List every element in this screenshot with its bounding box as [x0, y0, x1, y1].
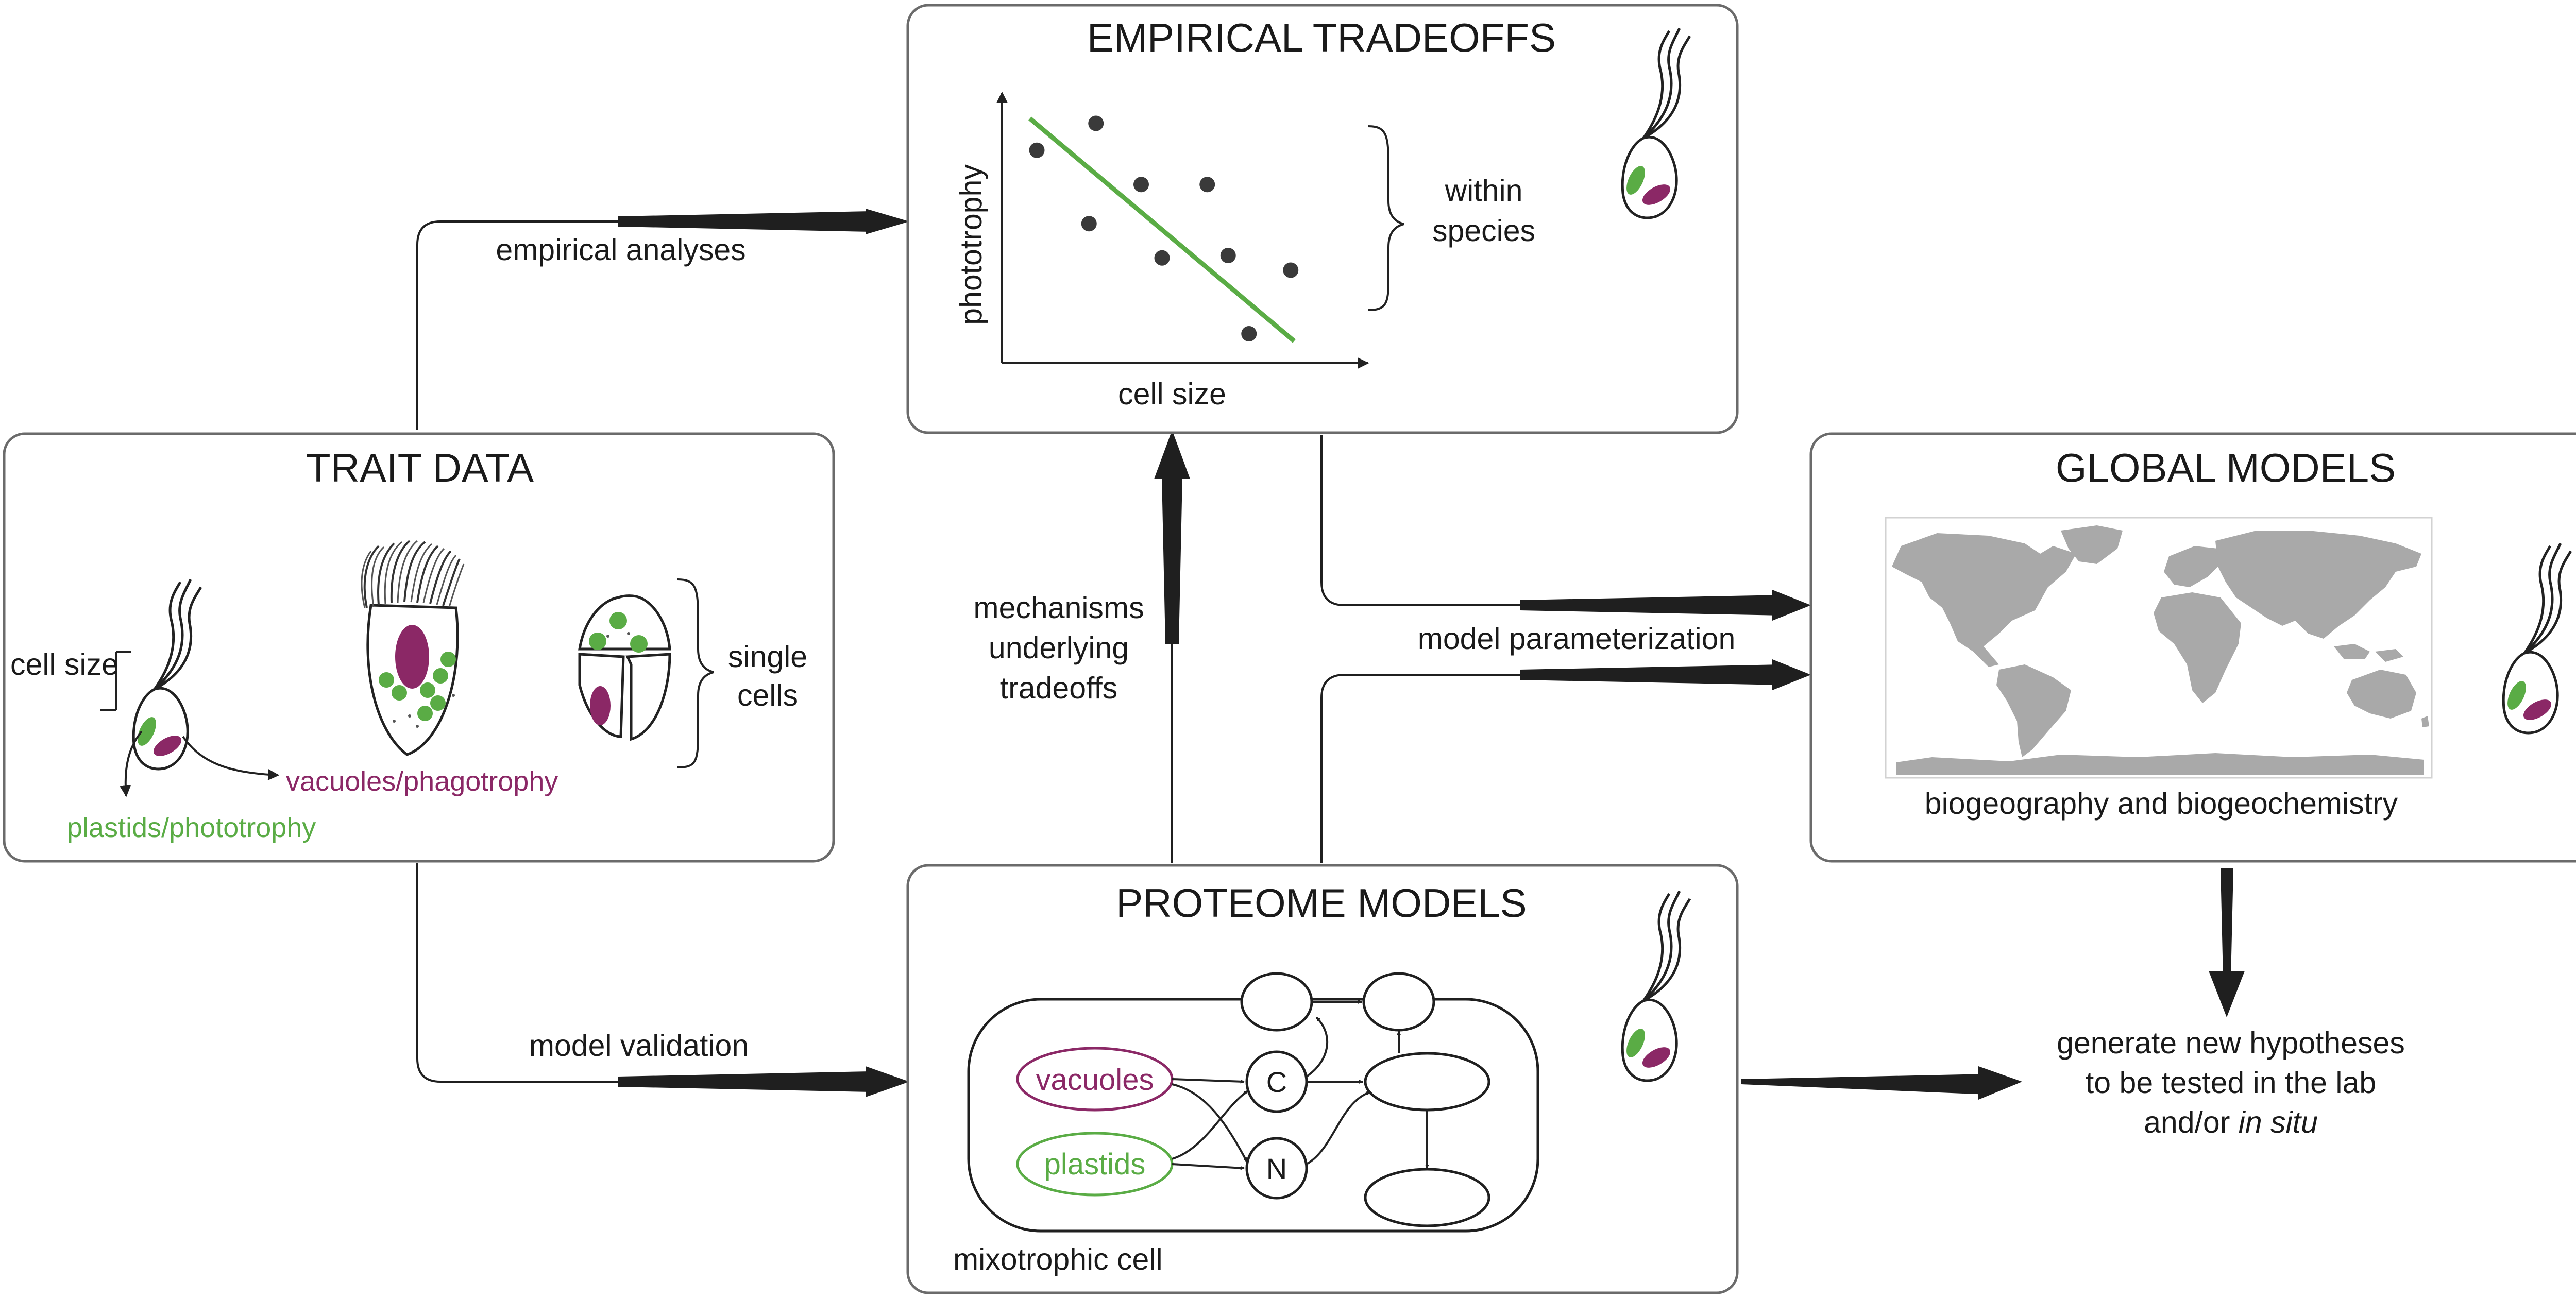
within-label: within — [1445, 174, 1523, 208]
ciliate-cell-icon — [361, 540, 465, 756]
empirical-analyses-arrowhead — [866, 209, 909, 234]
parameterization-connector-lower — [1320, 674, 1520, 863]
empirical-tradeoffs-box: EMPIRICAL TRADEOFFS phototrophy cell siz… — [906, 4, 1739, 434]
scatter-point-5 — [1154, 250, 1170, 266]
hypotheses-line1: generate new hypotheses — [2057, 1026, 2405, 1060]
hypotheses-line3: and/or in situ — [2144, 1105, 2318, 1139]
vacuole-arrow — [182, 736, 280, 780]
model-parameterization-label: model parameterization — [1418, 622, 1736, 656]
cells-label: cells — [737, 678, 798, 712]
trend-line — [1028, 116, 1296, 343]
scatter-point-1 — [1029, 142, 1045, 158]
proteome-to-hypotheses-arrow — [1741, 1074, 1989, 1095]
mechanisms-label-line3: tradeoffs — [1000, 671, 1118, 705]
nitrogen-node — [1245, 1137, 1308, 1200]
mixotrophic-cell-caption: mixotrophic cell — [953, 1242, 1163, 1276]
global-models-box: GLOBAL MODELS — [1809, 432, 2576, 863]
within-species-bracket — [1367, 125, 1404, 311]
scatter-point-8 — [1241, 326, 1257, 341]
trait-data-title: TRAIT DATA — [306, 445, 534, 490]
hypotheses-line3-italic: in situ — [2239, 1105, 2318, 1139]
scatter-point-7 — [1220, 248, 1236, 263]
empirical-analyses-label: empirical analyses — [496, 233, 745, 267]
mechanisms-label-line1: mechanisms — [973, 591, 1144, 625]
global-models-caption: biogeography and biogeochemistry — [1925, 787, 2398, 821]
scatter-point-4 — [1133, 177, 1149, 193]
model-validation-connector — [416, 863, 876, 1083]
vacuoles-node-label: vacuoles — [1036, 1063, 1154, 1097]
vacuoles-phagotrophy-label: vacuoles/phagotrophy — [286, 766, 558, 797]
mechanisms-label-line2: underlying — [989, 631, 1129, 665]
empirical-tradeoffs-title: EMPIRICAL TRADEOFFS — [1087, 15, 1556, 60]
scatter-point-2 — [1088, 115, 1104, 131]
global-to-hypotheses-arrow — [2221, 868, 2233, 979]
proteome-models-box: PROTEOME MODELS vacuoles plastids C N m — [906, 864, 1739, 1294]
parameterization-connector-upper — [1320, 435, 1520, 606]
plastids-node-label: plastids — [1044, 1148, 1146, 1181]
tradeoff-chart: phototrophy cell size — [954, 91, 1369, 411]
proteome-models-title: PROTEOME MODELS — [1116, 880, 1527, 926]
connectors — [416, 209, 2245, 1100]
cell-size-bracket — [100, 651, 131, 711]
world-map — [1885, 517, 2433, 779]
top-left-node — [1240, 972, 1313, 1032]
top-right-node — [1362, 972, 1435, 1032]
chart-marks — [1028, 115, 1299, 343]
chart-xlabel: cell size — [1118, 377, 1226, 411]
empirical-analyses-connector — [416, 220, 876, 430]
global-models-title: GLOBAL MODELS — [2056, 445, 2396, 490]
single-label: single — [728, 640, 807, 674]
plastids-phototrophy-label: plastids/phototrophy — [67, 812, 316, 843]
scatter-point-9 — [1283, 262, 1299, 278]
scatter-point-6 — [1199, 177, 1215, 193]
bottom-right-node — [1364, 1168, 1490, 1227]
cell-size-label: cell size — [10, 647, 118, 681]
scatter-point-3 — [1081, 216, 1097, 232]
trait-data-box: TRAIT DATA cell size vacuoles/phagotroph… — [3, 432, 835, 863]
dinoflagellate-cell-icon — [578, 594, 671, 741]
species-label: species — [1432, 214, 1535, 248]
proteome-edges — [1172, 1000, 1429, 1170]
middle-right-node — [1364, 1052, 1490, 1112]
single-cells-bracket — [677, 578, 714, 768]
nitrogen-node-label: N — [1266, 1152, 1287, 1185]
carbon-node-label: C — [1266, 1066, 1287, 1098]
plastid-arrow — [120, 730, 143, 797]
chart-ylabel: phototrophy — [954, 164, 988, 325]
model-validation-label: model validation — [529, 1029, 749, 1063]
hypotheses-line2: to be tested in the lab — [2086, 1066, 2376, 1100]
hypotheses-line3-prefix: and/or — [2144, 1105, 2239, 1139]
